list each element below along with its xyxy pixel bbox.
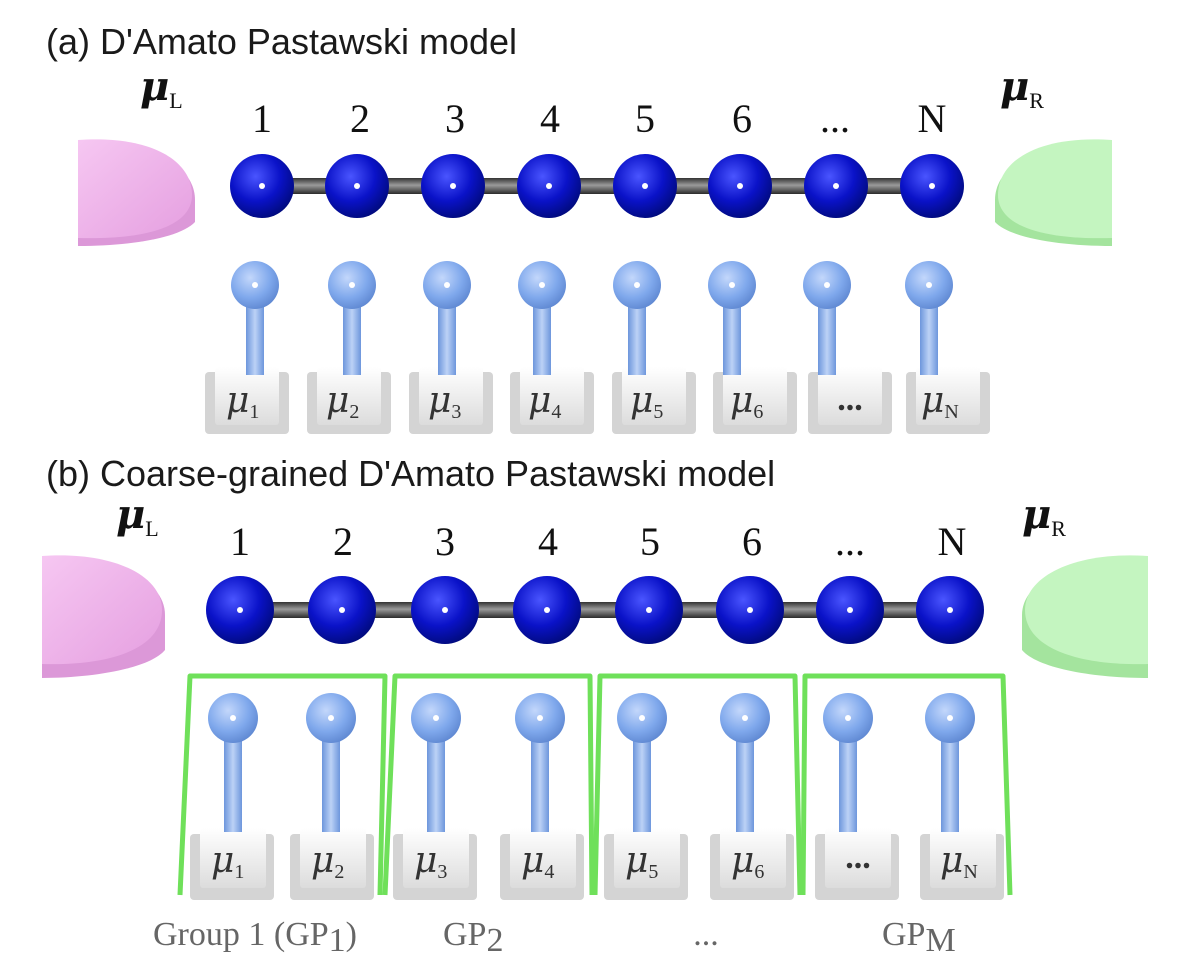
panel-b: (b) Coarse-grained D'Amato Pastawski mod… xyxy=(42,453,1148,959)
probe: μ1 xyxy=(205,261,289,434)
probes-a: μ1 μ2 μ3 xyxy=(205,261,990,434)
probe: μ4 xyxy=(500,693,584,900)
group-label: ... xyxy=(693,916,719,953)
panel-b-caption: (b) Coarse-grained D'Amato Pastawski mod… xyxy=(46,453,775,494)
site-label: 1 xyxy=(230,519,250,564)
probe-label: μ2 xyxy=(326,380,359,423)
site-highlights-b xyxy=(237,607,953,613)
probe-label: μ3 xyxy=(414,840,447,883)
group-label: GPM xyxy=(882,916,956,959)
site-label: 5 xyxy=(640,519,660,564)
probe-label: μ5 xyxy=(630,380,663,423)
probe: μ4 xyxy=(510,261,594,434)
right-lead-b xyxy=(1022,555,1148,678)
probe-label: μ5 xyxy=(625,840,658,883)
probe-label: μN xyxy=(921,380,959,423)
site-label: ... xyxy=(835,519,865,564)
group-frame xyxy=(800,673,1013,896)
probe: μ1 xyxy=(190,693,274,900)
site-label: 3 xyxy=(445,96,465,141)
site-label: N xyxy=(938,519,967,564)
probe: μ6 xyxy=(710,693,794,900)
site-label: 2 xyxy=(350,96,370,141)
probe: μN xyxy=(920,693,1004,900)
probe: μ3 xyxy=(409,261,493,434)
probe: ... xyxy=(803,261,892,434)
group-label: GP2 xyxy=(443,916,503,959)
site-label: 3 xyxy=(435,519,455,564)
site-label: 6 xyxy=(742,519,762,564)
site-label: 2 xyxy=(333,519,353,564)
probe: μ5 xyxy=(612,261,696,434)
probes-b: μ1 μ2 μ3 xyxy=(190,693,1004,900)
probe: μ6 xyxy=(708,261,797,434)
probe: μ5 xyxy=(604,693,688,900)
site-label: ... xyxy=(820,96,850,141)
right-lead-a xyxy=(995,139,1112,246)
probe: μ2 xyxy=(290,693,374,900)
probe-label: ... xyxy=(837,381,863,418)
site-label: N xyxy=(918,96,947,141)
panel-a-caption: (a) D'Amato Pastawski model xyxy=(46,21,517,62)
left-lead-a xyxy=(78,139,195,246)
probe-label: ... xyxy=(845,839,871,876)
group-frame xyxy=(382,673,595,896)
group-label: Group 1 (GP1) xyxy=(153,916,357,959)
probe-label: μ2 xyxy=(311,840,344,883)
probe: ... xyxy=(815,693,899,900)
site-highlights-a xyxy=(259,183,935,189)
probe-label: μ3 xyxy=(428,380,461,423)
mu-right-label-b: μR xyxy=(1022,491,1066,541)
probe-label: μ1 xyxy=(211,840,244,883)
group-frame xyxy=(592,673,803,896)
site-label: 5 xyxy=(635,96,655,141)
probe-label: μ6 xyxy=(730,380,763,423)
left-lead-b xyxy=(42,555,165,678)
site-label: 4 xyxy=(540,96,560,141)
site-label: 1 xyxy=(252,96,272,141)
probe-label: μN xyxy=(940,840,978,883)
panel-a: (a) D'Amato Pastawski model μL μR 1 2 3 … xyxy=(46,21,1112,434)
mu-left-label-a: μL xyxy=(140,63,183,113)
probe: μ3 xyxy=(393,693,477,900)
probe: μN xyxy=(905,261,990,434)
group-frames xyxy=(177,673,1013,896)
site-label: 4 xyxy=(538,519,558,564)
probe-label: μ4 xyxy=(528,380,561,423)
probe: μ2 xyxy=(307,261,391,434)
mu-left-label-b: μL xyxy=(116,491,159,541)
probe-label: μ6 xyxy=(731,840,764,883)
group-frame xyxy=(177,673,388,896)
mu-right-label-a: μR xyxy=(1000,63,1044,113)
probe-label: μ4 xyxy=(521,840,554,883)
site-label: 6 xyxy=(732,96,752,141)
probe-label: μ1 xyxy=(226,380,259,423)
